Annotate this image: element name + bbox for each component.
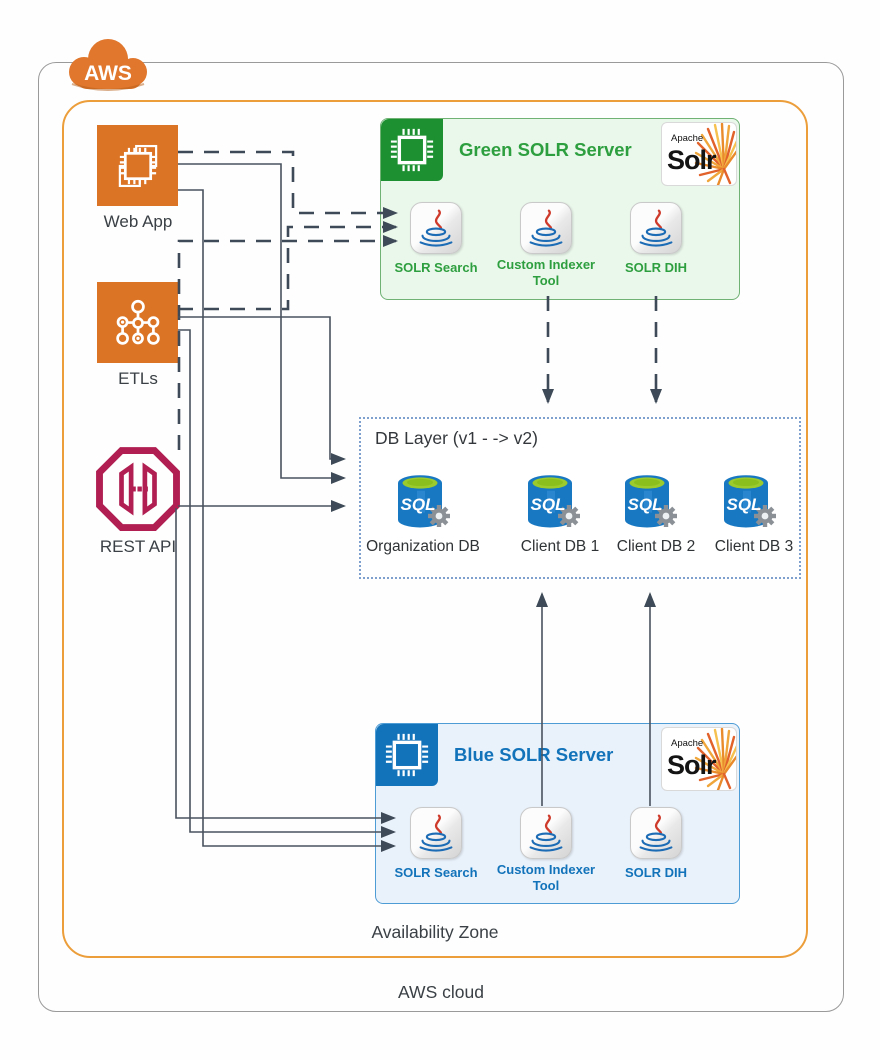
sql-text: SQL — [531, 495, 566, 514]
blue-server-title: Blue SOLR Server — [454, 744, 614, 765]
web-app-node — [97, 125, 178, 206]
aws-logo-text: AWS — [84, 62, 132, 85]
web-app-label: Web App — [103, 212, 173, 231]
green-solr-dih-icon — [630, 202, 682, 254]
aws-cloud-label: AWS cloud — [398, 982, 484, 1002]
client-db1-icon: SQL — [514, 469, 586, 535]
solr-logo-apache-text: Apache — [671, 738, 704, 749]
solr-logo-solr-text: Solr — [667, 750, 717, 780]
etls-node — [97, 282, 178, 363]
aws-cloud-icon: AWS — [69, 39, 147, 91]
solr-logo-solr-text: Solr — [667, 145, 717, 175]
green-solr-dih-label: SOLR DIH — [624, 260, 688, 275]
rest-api-icon — [94, 445, 182, 533]
sql-text: SQL — [727, 495, 762, 514]
client-db2-icon: SQL — [611, 469, 683, 535]
web-app-icon — [109, 137, 167, 195]
client-db1-label: Client DB 1 — [520, 538, 600, 555]
blue-solr-server-box: Blue SOLR Server Apache Solr SOLR Search… — [375, 723, 740, 904]
client-db3-icon: SQL — [710, 469, 782, 535]
green-server-title: Green SOLR Server — [459, 139, 632, 160]
blue-solr-dih-label: SOLR DIH — [624, 865, 688, 880]
java-icon — [631, 807, 681, 859]
blue-solr-search-label: SOLR Search — [394, 865, 478, 880]
blue-solr-search-icon — [410, 807, 462, 859]
db-layer-title: DB Layer (v1 - -> v2) — [375, 428, 538, 448]
sql-text: SQL — [401, 495, 436, 514]
green-solr-server-box: Green SOLR Server Apache Solr SOLR Searc… — [380, 118, 740, 300]
java-icon — [521, 807, 571, 859]
java-icon — [411, 202, 461, 254]
etls-label: ETLs — [118, 369, 158, 388]
availability-zone-boundary — [62, 100, 808, 958]
client-db3-label: Client DB 3 — [714, 538, 794, 555]
apache-solr-logo: Apache Solr — [661, 727, 737, 791]
solr-logo-apache-text: Apache — [671, 133, 704, 144]
java-icon — [411, 807, 461, 859]
green-server-chip-icon — [381, 119, 443, 181]
blue-custom-indexer-icon — [520, 807, 572, 859]
green-custom-indexer-label: Custom Indexer Tool — [496, 257, 596, 288]
blue-custom-indexer-label: Custom Indexer Tool — [496, 862, 596, 893]
etl-icon — [109, 294, 167, 352]
availability-zone-label: Availability Zone — [371, 922, 499, 942]
green-solr-search-icon — [410, 202, 462, 254]
java-icon — [631, 202, 681, 254]
green-custom-indexer-icon — [520, 202, 572, 254]
organization-db-label: Organization DB — [366, 538, 480, 555]
blue-server-chip-icon — [376, 724, 438, 786]
rest-api-label: REST API — [99, 537, 177, 556]
java-icon — [521, 202, 571, 254]
sql-text: SQL — [628, 495, 663, 514]
apache-solr-logo: Apache Solr — [661, 122, 737, 186]
organization-db-icon: SQL — [384, 469, 456, 535]
blue-solr-dih-icon — [630, 807, 682, 859]
client-db2-label: Client DB 2 — [616, 538, 696, 555]
aws-cloud-boundary — [38, 62, 844, 1012]
green-solr-search-label: SOLR Search — [394, 260, 478, 275]
